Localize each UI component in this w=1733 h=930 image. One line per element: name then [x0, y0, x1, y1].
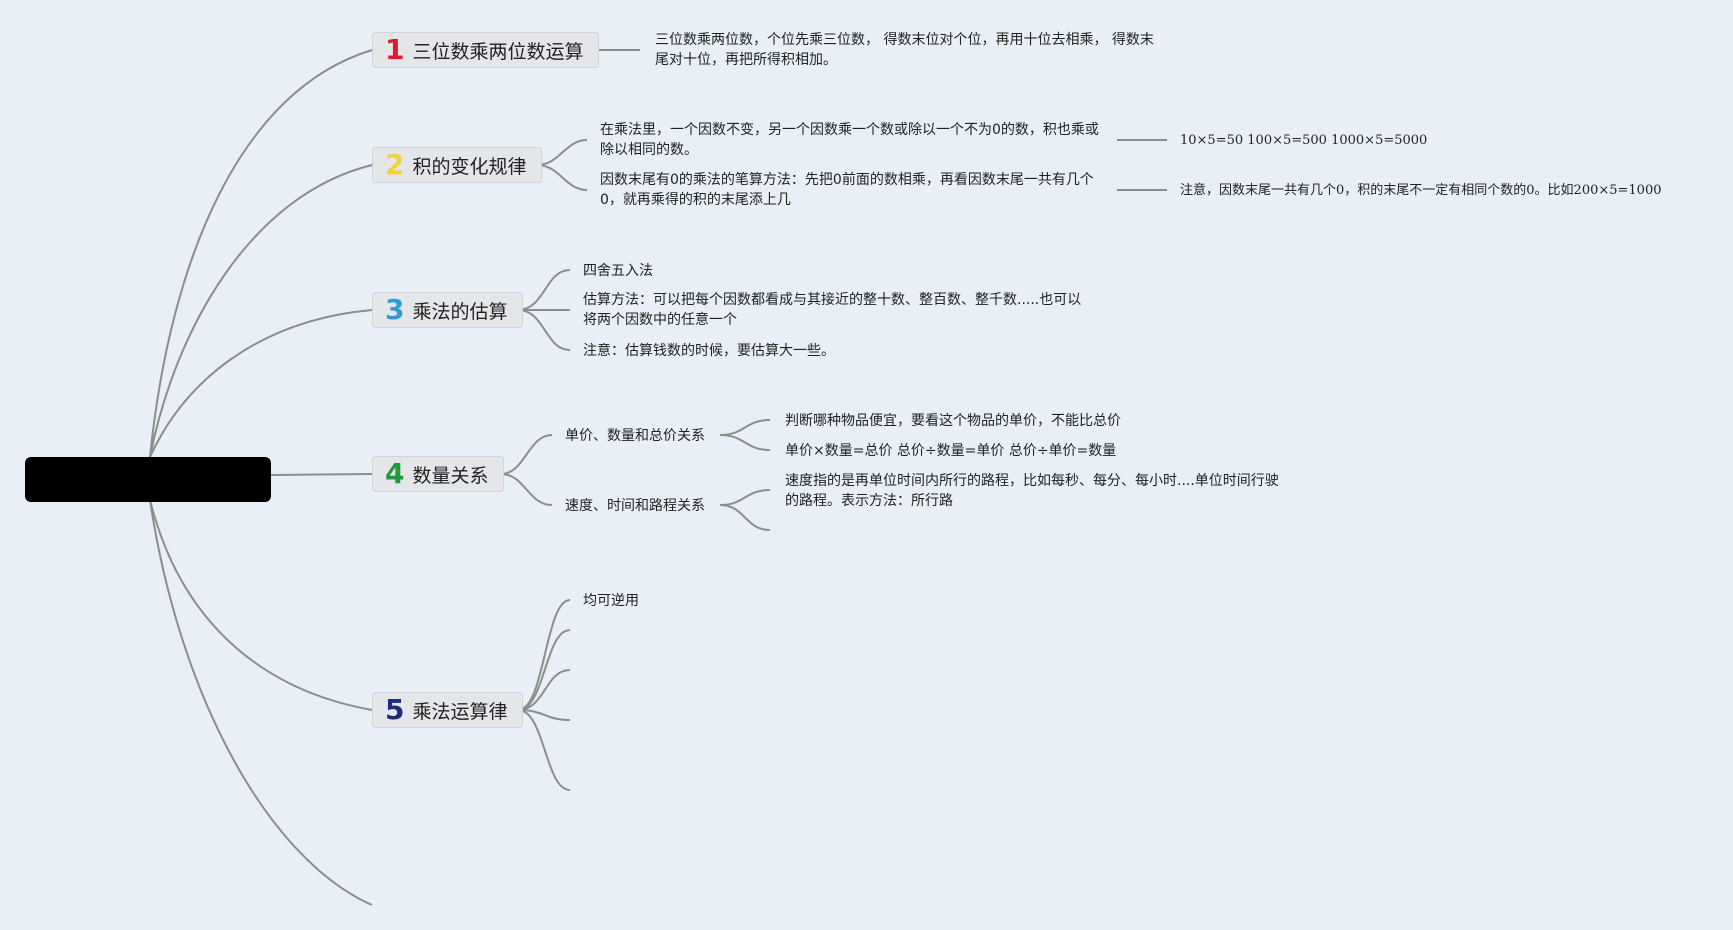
topic-3[interactable]: 3 乘法的估算: [372, 292, 523, 328]
t2-rule2[interactable]: 因数末尾有0的乘法的笔算方法：先把0前面的数相乘，再看因数末尾一共有几个0，就再…: [600, 172, 1094, 208]
branch-line-3: [149, 309, 373, 458]
t3-item1[interactable]: 四舍五入法: [583, 263, 653, 279]
topic-number: 5: [385, 693, 405, 726]
t4-line-a2: [719, 434, 771, 451]
t1-description[interactable]: 三位数乘两位数，个位先乘三位数， 得数末位对个位，再用十位去相乘， 得数末尾对十…: [655, 32, 1154, 68]
topic-label: 积的变化规律: [412, 155, 527, 178]
t5-line-b: [517, 629, 571, 711]
topic-number: 2: [385, 148, 405, 181]
topic-number: 3: [385, 293, 405, 326]
t3-line-c: [517, 309, 571, 351]
t2-line-a: [536, 139, 588, 166]
t2-rule1[interactable]: 在乘法里，一个因数不变，另一个因数乘一个数或除以一个不为0的数，积也乘或除以相同…: [600, 122, 1099, 158]
topic-label: 乘法运算律: [412, 700, 508, 723]
t4-price-item1[interactable]: 判断哪种物品便宜，要看这个物品的单价，不能比总价: [785, 413, 1121, 429]
t5-line-c: [517, 669, 571, 711]
topic-2[interactable]: 2 积的变化规律: [372, 147, 542, 183]
t3-item2[interactable]: 估算方法：可以把每个因数都看成与其接近的整十数、整百数、整千数.....也可以将…: [583, 292, 1082, 328]
t4-line-a: [500, 434, 553, 475]
t4-line-b1: [719, 489, 771, 506]
t3-line-a: [517, 269, 571, 311]
t4-speed-item1[interactable]: 速度指的是再单位时间内所行的路程，比如每秒、每分、每小时....单位时间行驶的路…: [785, 473, 1279, 509]
topic-number: 4: [385, 457, 405, 490]
branch-line-4: [270, 473, 373, 476]
topic-label: 数量关系: [412, 464, 489, 487]
topic-number: 1: [385, 33, 405, 66]
t3-item3[interactable]: 注意：估算钱数的时候，要估算大一些。: [583, 343, 835, 359]
t2-rule2-note[interactable]: 注意，因数末尾一共有几个0，积的末尾不一定有相同个数的0。比如200×5=100…: [1180, 183, 1662, 198]
t5-line-d: [517, 709, 571, 721]
t2-line-b: [536, 164, 588, 191]
branch-line-6: [149, 499, 373, 906]
t4-line-b2: [719, 504, 771, 531]
t4-price-group[interactable]: 单价、数量和总价关系: [565, 428, 705, 444]
topic-4[interactable]: 4 数量关系: [372, 456, 504, 492]
branch-line-2: [149, 164, 373, 458]
t5-line-e: [517, 709, 571, 791]
root-node-redacted[interactable]: [25, 457, 271, 502]
t5-line-a: [517, 599, 571, 711]
t5-item1[interactable]: 均可逆用: [583, 593, 639, 609]
topic-label: 三位数乘两位数运算: [412, 40, 584, 63]
branch-line-5: [149, 499, 373, 711]
t4-line-a1: [719, 419, 771, 436]
topic-1[interactable]: 1 三位数乘两位数运算: [372, 32, 599, 68]
topic-5[interactable]: 5 乘法运算律: [372, 692, 523, 728]
t4-speed-group[interactable]: 速度、时间和路程关系: [565, 498, 705, 514]
t4-line-b: [500, 473, 553, 506]
t2-rule1-example[interactable]: 10×5=50 100×5=500 1000×5=5000: [1180, 133, 1428, 148]
t4-price-item2[interactable]: 单价×数量=总价 总价÷数量=单价 总价÷单价=数量: [785, 443, 1117, 459]
topic-label: 乘法的估算: [412, 300, 508, 323]
branch-line-1: [149, 49, 373, 458]
